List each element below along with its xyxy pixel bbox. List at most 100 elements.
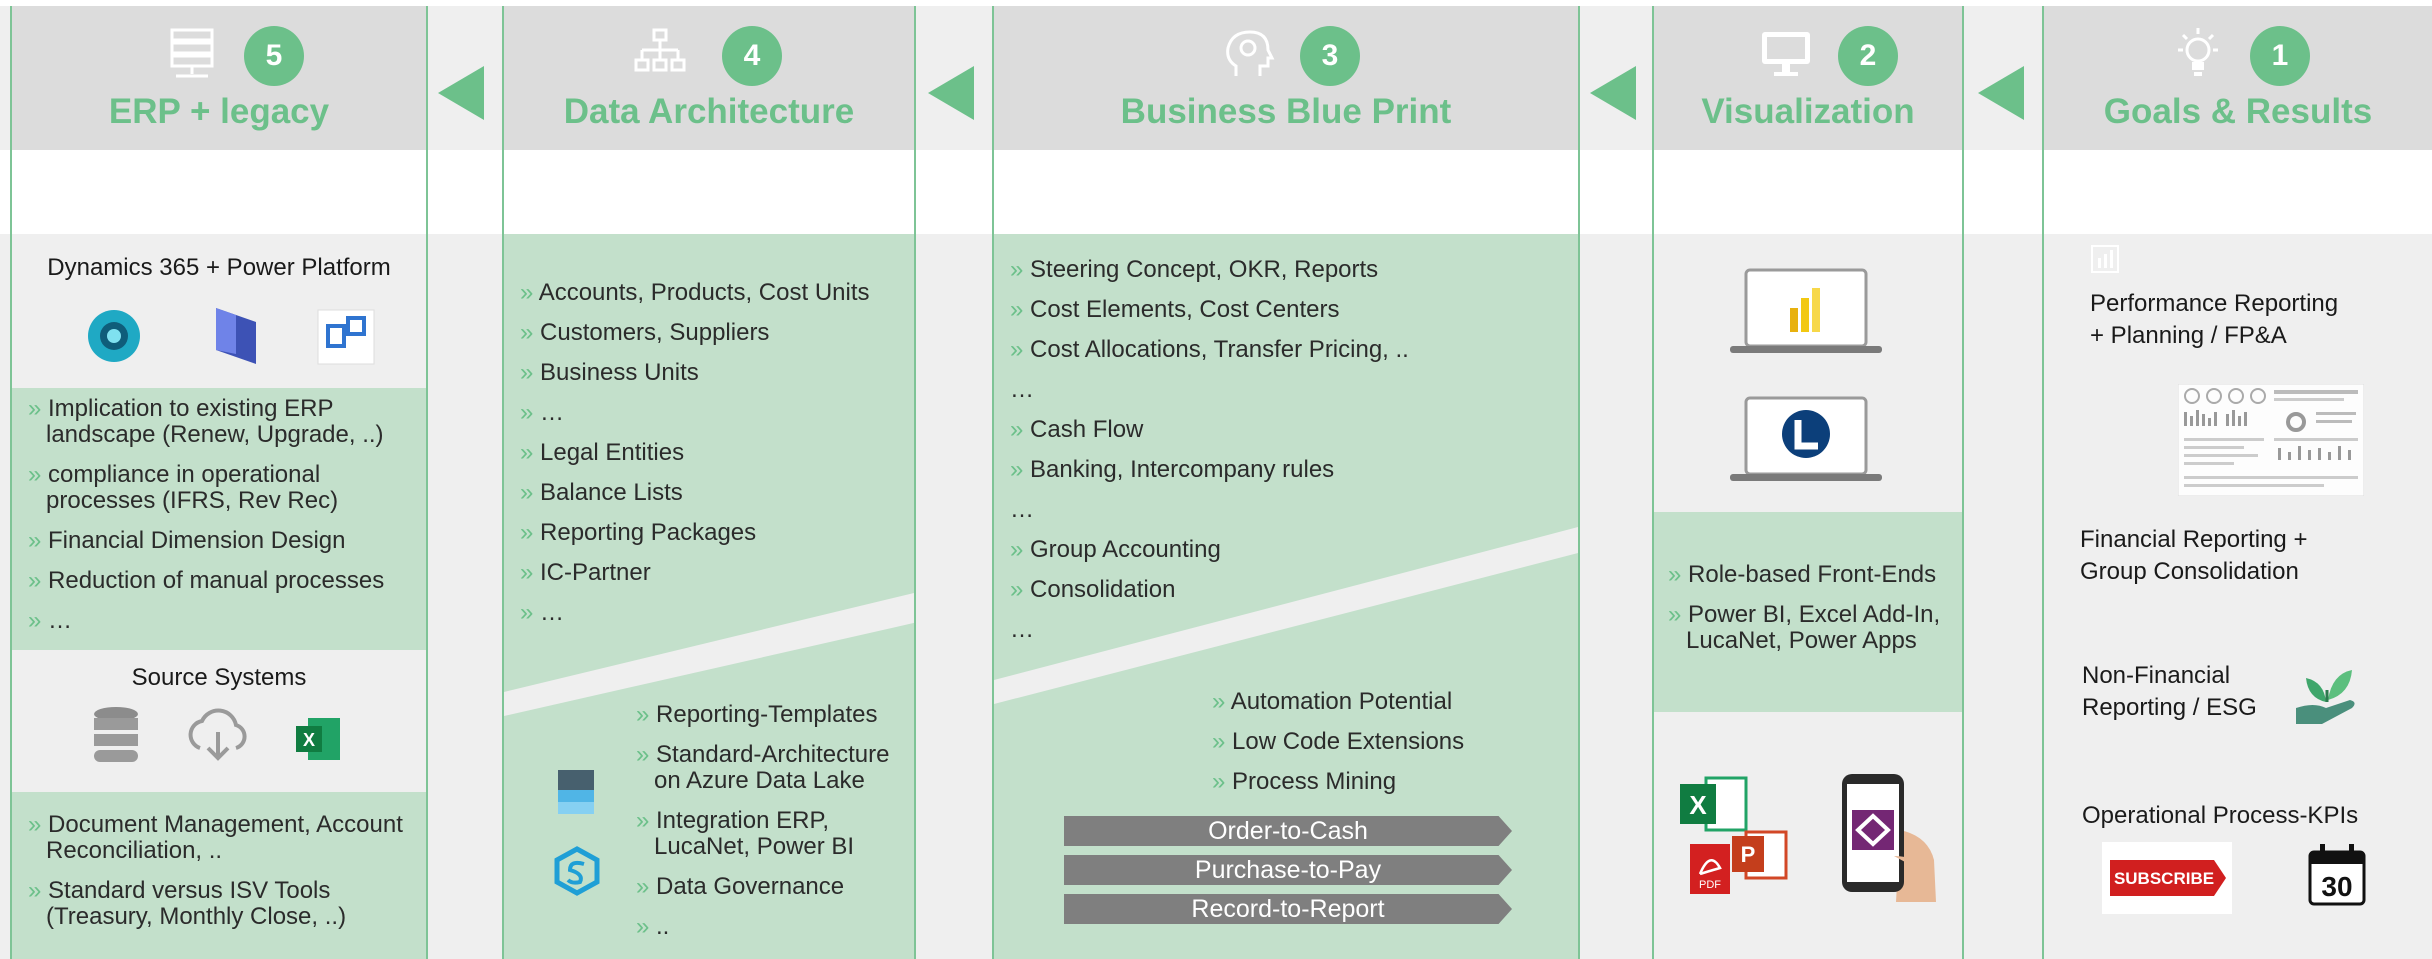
list-item: » .. [636,913,670,940]
flow-arrow [1590,66,1636,120]
list-item: » Power BI, Excel Add-In, LucaNet, Power… [1668,601,1941,654]
monitor-icon [1762,32,1810,76]
diagonal-split [504,234,914,959]
column-header [1654,6,1962,150]
list-item: » Business Units [520,359,699,386]
list-item: » IC-Partner [520,559,651,586]
svg-text:X: X [1689,790,1707,820]
column-title: ERP + legacy [108,92,330,131]
visualization-green-block [1654,512,1962,712]
erp-bullets-top: » Implication to existing ERP landscape … [28,396,414,648]
blueprint-bullets-bottom: » Automation Potential » Low Code Extens… [1212,682,1572,802]
svg-text:SUBSCRIBE: SUBSCRIBE [2114,869,2214,888]
svg-text:30: 30 [2321,871,2352,902]
step-badge: 1 [2250,26,2310,86]
subscribe-button-icon: SUBSCRIBE [2102,842,2232,914]
server-icon [170,28,214,78]
list-item: » Customers, Suppliers [520,319,770,346]
list-item: » Reporting Packages [520,519,757,546]
data-bullets-top: » Accounts, Products, Cost Units » Custo… [520,280,912,640]
column-title: Data Architecture [563,92,855,131]
excel-icon: X [296,718,340,760]
lightbulb-icon [2178,28,2218,76]
platform-label: Dynamics 365 + Power Platform [47,254,391,281]
column-header [504,6,914,150]
list-item: » Banking, Intercompany rules [1010,456,1335,483]
erp-bullets-bottom: » Document Management, Account Reconcili… [28,812,420,944]
list-item: » Implication to existing ERP landscape … [28,395,384,448]
cloud-download-icon [188,708,247,761]
power-automate-icon [317,309,375,365]
column-business-blueprint: 3 Business Blue Print » Steering Concept… [992,6,1580,959]
list-item: » Balance Lists [520,479,683,506]
svg-text:PDF: PDF [1699,879,1721,891]
list-item: » Integration ERP, LucaNet, Power BI [636,807,855,860]
power-apps-phone-icon [1842,774,1936,902]
list-item: … [1010,496,1034,523]
dashboard-thumbnail-icon [2178,384,2364,496]
source-systems-label: Source Systems [131,664,307,691]
list-item: » Accounts, Products, Cost Units [520,279,870,306]
visualization-bullets: » Role-based Front-Ends » Power BI, Exce… [1668,562,1958,668]
list-item: … [1010,616,1034,643]
process-bar-record-to-report: Record-to-Report [1064,894,1512,924]
list-item: » Financial Dimension Design [28,527,346,554]
step-badge: 3 [1300,26,1360,86]
hierarchy-icon [634,28,686,72]
column-title: Visualization [1701,92,1915,131]
synapse-icon [554,846,600,896]
erp-green-block-bottom [12,792,426,959]
list-item: » Legal Entities [520,439,685,466]
list-item: » Standard-Architecture on Azure Data La… [636,741,890,794]
flow-arrow [928,66,974,120]
list-item: » … [28,607,73,634]
column-data-architecture: 4 Data Architecture » Accounts, Products… [502,6,916,959]
list-item: » Standard versus ISV Tools (Treasury, M… [28,877,347,930]
list-item: » Consolidation [1010,576,1176,603]
data-lake-icon [558,770,594,814]
flow-arrow [1978,66,2024,120]
list-item: » … [520,399,565,426]
list-item: » Group Accounting [1010,536,1221,563]
column-header [994,6,1578,150]
step-badge: 4 [722,26,782,86]
svg-text:X: X [303,730,315,750]
column-visualization: 2 Visualization » Role-based Front-Ends … [1652,6,1964,959]
list-item: » Cash Flow [1010,416,1144,443]
list-item: » Process Mining [1212,768,1397,795]
data-bullets-bottom: » Reporting-Templates » Standard-Archite… [636,702,912,954]
column-header [12,6,426,150]
calendar-icon: 30 [2308,844,2366,906]
dynamics-bc-icon [88,310,140,362]
step-badge: 2 [1838,26,1898,86]
database-icon [94,707,138,762]
list-item: » Reporting-Templates [636,701,878,728]
process-bar-order-to-cash: Order-to-Cash [1064,816,1512,846]
step-badge: 5 [244,26,304,86]
list-item: » Automation Potential [1212,688,1453,715]
office-apps-icon: X P PDF [1680,776,1788,894]
head-gear-icon [1226,30,1275,76]
column-title: Goals & Results [2103,92,2373,131]
svg-text:P: P [1741,842,1756,867]
column-erp-legacy: 5 ERP + legacy Dynamics 365 + Power Plat… [10,6,428,959]
list-item: » compliance in operational processes (I… [28,461,339,514]
blueprint-lines-top: » Steering Concept, OKR, Reports » Cost … [1010,250,1570,650]
list-item: » Cost Elements, Cost Centers [1010,296,1340,323]
list-item: » Data Governance [636,873,845,900]
column-header [2044,6,2432,150]
goal-performance-reporting-label: Performance Reporting + Planning / FP&A [2090,290,2339,349]
list-item: » Role-based Front-Ends [1668,561,1937,588]
column-goals-results: 1 Goals & Results Performance Reporting … [2042,6,2432,959]
list-item: » Cost Allocations, Transfer Pricing, .. [1010,336,1409,363]
list-item: » Low Code Extensions [1212,728,1465,755]
dynamics-365-icon [216,308,256,364]
goal-financial-reporting-label: Financial Reporting + Group Consolidatio… [2080,526,2308,585]
flow-arrow [438,66,484,120]
goal-esg-label: Non-Financial Reporting / ESG [2082,662,2257,721]
list-item: » Steering Concept, OKR, Reports [1010,256,1379,283]
goal-operational-kpis-label: Operational Process-KPIs [2082,802,2359,829]
erp-green-block-top [12,388,426,650]
power-bi-laptop-icon [1730,268,1882,353]
list-item: » Reduction of manual processes [28,567,385,594]
